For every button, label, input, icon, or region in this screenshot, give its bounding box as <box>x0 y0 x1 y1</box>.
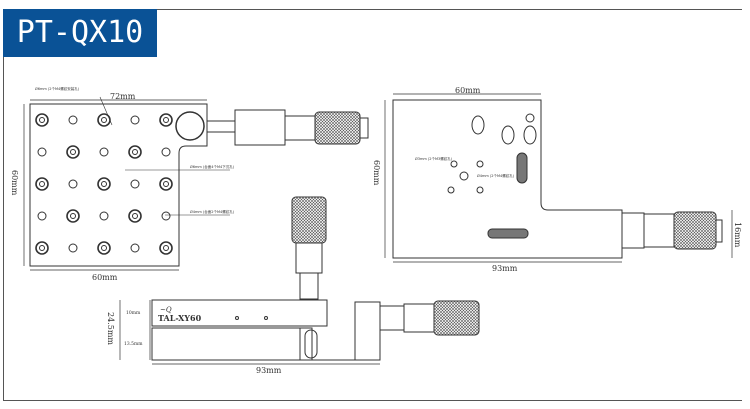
mounting-hole <box>159 177 173 191</box>
dim-13-5mm: 13.5mm <box>124 341 143 347</box>
hole-inner <box>101 245 107 251</box>
dim-60mm-bottom: 60mm <box>92 273 118 282</box>
mounting-hole <box>159 113 173 127</box>
mounting-hole <box>35 113 49 127</box>
mounting-hole <box>97 177 111 191</box>
mounting-hole <box>37 211 47 221</box>
mounting-hole <box>35 177 49 191</box>
dim-93mm-right: 93mm <box>492 264 518 273</box>
product-title: PT-QX10 <box>3 9 157 57</box>
mounting-hole <box>37 147 47 157</box>
micrometer-body <box>234 109 286 146</box>
dim-16mm: 16mm <box>733 222 742 248</box>
dim-72mm: 72mm <box>110 92 136 101</box>
note-m4-holes: Ø4mm (2个M4螺纹孔) <box>477 173 515 178</box>
upper-stage <box>151 299 328 327</box>
micrometer-thimble <box>284 115 316 141</box>
dim-93mm-side: 93mm <box>256 366 282 375</box>
mounting-hole <box>159 241 173 255</box>
mounting-hole <box>68 179 78 189</box>
mounting-hole <box>97 241 111 255</box>
drawing-frame <box>3 9 742 401</box>
hole-inner <box>132 149 138 155</box>
mounting-hole <box>35 241 49 255</box>
hole-inner <box>39 117 45 123</box>
mounting-hole <box>128 145 142 159</box>
side-view <box>119 299 480 365</box>
top-view <box>23 96 369 271</box>
note-countersunk-holes: Ø6mm (台面4个M4下沉孔) <box>190 164 235 169</box>
hole-inner <box>39 181 45 187</box>
hole-inner <box>163 181 169 187</box>
hole-inner <box>132 213 138 219</box>
mounting-hole <box>161 147 171 157</box>
mounting-hole <box>130 179 140 189</box>
mounting-hole <box>68 243 78 253</box>
knob-hole <box>175 111 205 141</box>
mounting-hole <box>99 147 109 157</box>
dim-60mm-height: 60mm <box>10 170 19 196</box>
dim-60mm-width: 60mm <box>455 86 481 95</box>
mounting-hole <box>128 209 142 223</box>
hole-inner <box>70 213 76 219</box>
hole-inner <box>101 117 107 123</box>
brand-logo: ~Q <box>160 306 172 314</box>
hole-inner <box>101 181 107 187</box>
hole-inner <box>39 245 45 251</box>
mounting-hole <box>130 243 140 253</box>
bottom-view <box>384 93 733 263</box>
note-threaded-holes: Ø4mm (台面2个M4螺纹孔) <box>190 209 235 214</box>
mounting-hole <box>66 209 80 223</box>
lower-base <box>151 327 313 361</box>
hole-inner <box>163 245 169 251</box>
mounting-hole <box>66 145 80 159</box>
note-mounting-holes: Ø6mm (2个M4螺纹安装孔) <box>35 86 80 91</box>
mounting-hole <box>99 211 109 221</box>
dim-60mm-height-right: 60mm <box>372 160 381 186</box>
mounting-hole <box>161 211 171 221</box>
note-m3-holes: Ø3mm (2个M3螺纹孔) <box>415 156 453 161</box>
hole-grid <box>35 113 173 255</box>
mounting-hole <box>130 115 140 125</box>
micrometer-spindle <box>206 120 236 133</box>
model-label: TAL-XY60 <box>158 313 202 323</box>
dim-10mm: 10mm <box>126 310 141 316</box>
mounting-hole <box>68 115 78 125</box>
micrometer-knurl <box>314 111 361 145</box>
dim-24-5mm: 24.5mm <box>106 312 115 345</box>
hole-inner <box>163 117 169 123</box>
vertical-micrometer <box>291 196 327 300</box>
stage-plate <box>29 103 208 267</box>
hole-inner <box>70 149 76 155</box>
